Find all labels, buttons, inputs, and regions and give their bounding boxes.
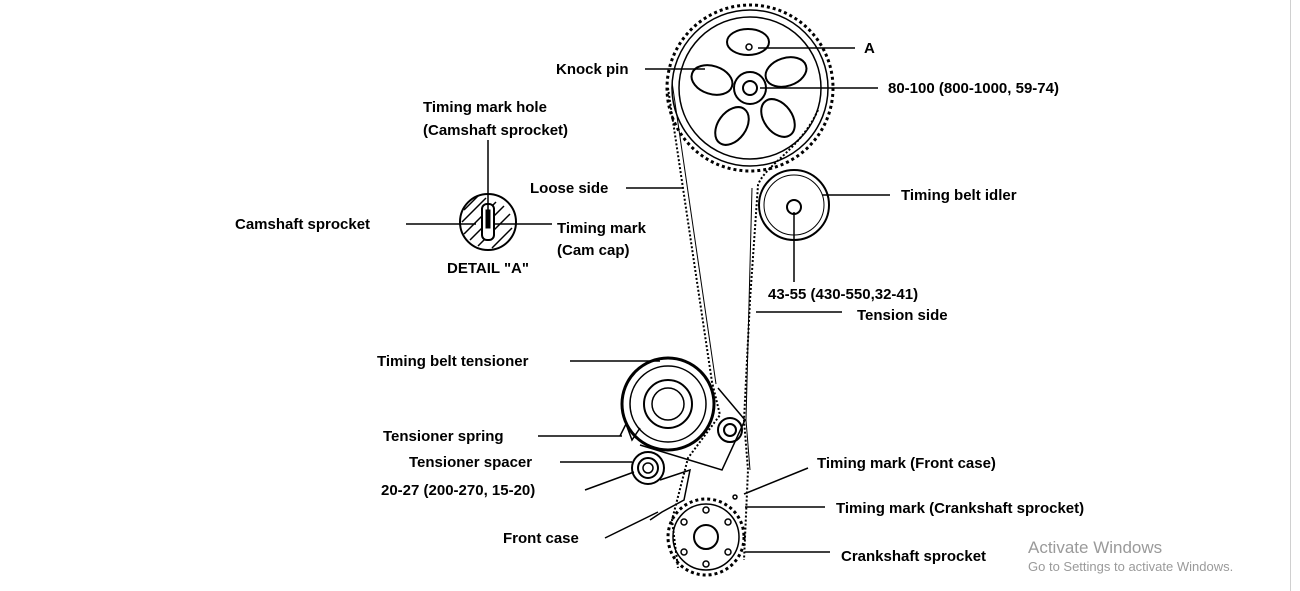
label-tensioner: Timing belt tensioner — [377, 353, 529, 370]
label-idler: Timing belt idler — [901, 187, 1017, 204]
label-tensioner-spring: Tensioner spring — [383, 428, 504, 445]
label-timing-mark-cam-sub: (Cam cap) — [557, 242, 630, 259]
label-timing-mark-cam: Timing mark — [557, 220, 647, 237]
watermark-subtitle: Go to Settings to activate Windows. — [1028, 559, 1234, 574]
detail-a-inset — [459, 193, 517, 251]
label-mark-front-case: Timing mark (Front case) — [817, 455, 996, 472]
activate-windows-watermark: Activate Windows Go to Settings to activ… — [1028, 537, 1233, 576]
window-edge — [1290, 0, 1300, 591]
label-detail-a: DETAIL "A" — [447, 260, 529, 277]
timing-belt-tensioner — [620, 356, 746, 471]
front-case — [649, 468, 691, 521]
crankshaft-sprocket — [666, 494, 746, 577]
leader-lines — [406, 47, 890, 553]
label-torque-cam: 80-100 (800-1000, 59-74) — [888, 80, 1059, 97]
tensioner-spacer — [631, 451, 665, 485]
label-mark-crank: Timing mark (Crankshaft sprocket) — [836, 500, 1084, 517]
label-a: A — [864, 40, 875, 57]
label-loose-side: Loose side — [530, 180, 608, 197]
label-torque-spacer: 20-27 (200-270, 15-20) — [381, 482, 535, 499]
label-timing-mark-hole-sub: (Camshaft sprocket) — [423, 122, 568, 139]
label-tensioner-spacer: Tensioner spacer — [409, 454, 532, 471]
tensioner-spring — [619, 422, 641, 442]
watermark-title: Activate Windows — [1028, 538, 1163, 557]
label-front-case: Front case — [503, 530, 579, 547]
label-camshaft-sprocket: Camshaft sprocket — [235, 216, 370, 233]
label-crank-sprocket: Crankshaft sprocket — [841, 548, 986, 565]
label-knock-pin: Knock pin — [556, 61, 629, 78]
label-torque-idler: 43-55 (430-550,32-41) — [768, 286, 918, 303]
label-timing-mark-hole: Timing mark hole — [423, 99, 547, 116]
timing-belt — [667, 81, 819, 569]
label-tension-side: Tension side — [857, 307, 948, 324]
